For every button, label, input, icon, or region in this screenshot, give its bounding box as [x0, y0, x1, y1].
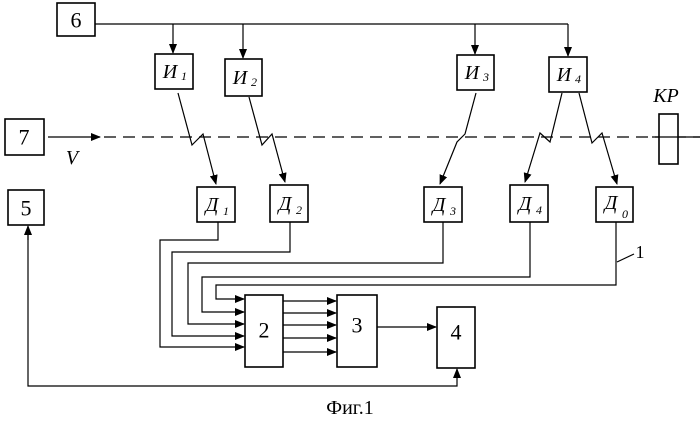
- svg-text:1: 1: [223, 204, 229, 218]
- svg-text:Д: Д: [603, 192, 619, 214]
- svg-text:И: И: [162, 61, 179, 83]
- svg-text:2: 2: [251, 75, 257, 89]
- wire-d0: [216, 222, 616, 299]
- svg-text:Д: Д: [277, 193, 293, 215]
- wire-d3: [188, 222, 443, 324]
- detector-1: Д1: [197, 187, 235, 222]
- link-5-4: [28, 227, 457, 386]
- kr-label: КР: [652, 85, 679, 107]
- bus-2-3: [283, 301, 336, 352]
- block-7: 7: [5, 119, 44, 155]
- detector-2: Д2: [270, 185, 308, 222]
- svg-text:5: 5: [21, 196, 32, 221]
- svg-text:И: И: [464, 62, 481, 84]
- emitter-2: И2: [225, 59, 262, 96]
- svg-text:1: 1: [181, 69, 187, 83]
- emitter-3: И3: [457, 55, 494, 90]
- leader-1: [617, 254, 634, 262]
- svg-text:7: 7: [19, 125, 30, 150]
- beam-3: [440, 93, 476, 184]
- svg-text:0: 0: [622, 207, 628, 221]
- detector-0: Д0: [596, 187, 633, 222]
- svg-text:Д: Д: [431, 194, 447, 216]
- svg-text:4: 4: [451, 320, 462, 345]
- detector-3: Д3: [424, 187, 462, 222]
- detector-4: Д4: [510, 185, 548, 222]
- svg-text:И: И: [556, 64, 573, 86]
- svg-text:3: 3: [352, 313, 363, 338]
- kr-object: [659, 114, 678, 164]
- block-3: 3: [337, 295, 377, 367]
- svg-text:Д: Д: [204, 194, 220, 216]
- svg-text:2: 2: [296, 203, 302, 217]
- emitter-1: И1: [155, 54, 193, 89]
- emitter-4: И4: [549, 57, 587, 92]
- velocity-label: V: [66, 147, 81, 169]
- svg-text:И: И: [232, 67, 249, 89]
- block-2: 2: [245, 295, 283, 367]
- figure-caption: Фиг.1: [326, 397, 373, 419]
- svg-text:4: 4: [575, 72, 581, 86]
- svg-text:Д: Д: [517, 193, 533, 215]
- svg-text:2: 2: [259, 318, 270, 343]
- beam-0: [579, 93, 617, 184]
- block-6: 6: [57, 3, 95, 36]
- beam-2: [249, 97, 285, 182]
- beam-1: [178, 93, 216, 184]
- svg-text:4: 4: [536, 203, 542, 217]
- svg-text:6: 6: [71, 8, 82, 33]
- svg-text:3: 3: [482, 70, 489, 84]
- svg-text:3: 3: [449, 204, 456, 218]
- block-5: 5: [8, 190, 44, 225]
- line-1-label: 1: [636, 242, 645, 262]
- block-4: 4: [437, 307, 475, 368]
